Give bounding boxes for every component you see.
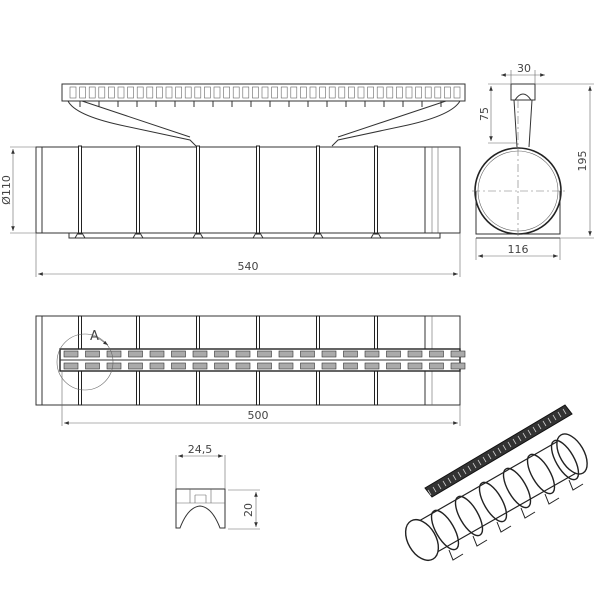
- top-width-dimension: 30: [517, 62, 531, 75]
- top-view: A 500: [35, 315, 466, 426]
- grating-length-dimension: 500: [248, 409, 269, 422]
- base-bar: [68, 232, 441, 239]
- rib: [136, 145, 140, 235]
- grating-slot: [117, 86, 125, 99]
- grating-head: [510, 83, 536, 101]
- grating-slot: [367, 86, 374, 99]
- grating-top: [61, 83, 466, 102]
- detail-a-view: 24,5 20: [175, 443, 260, 530]
- rib: [196, 145, 200, 235]
- grating-slot: [108, 86, 115, 99]
- stem: [513, 99, 533, 148]
- grating-slot: [396, 86, 403, 99]
- left-brace: [67, 100, 197, 147]
- length-dimension: 540: [238, 260, 259, 273]
- grating-slot: [204, 86, 211, 99]
- grating-slot: [242, 86, 250, 99]
- grating-slot: [453, 86, 461, 99]
- rib: [374, 145, 378, 235]
- detail-height-dimension: 20: [242, 503, 255, 517]
- grating-slot: [146, 86, 154, 99]
- total-height-dimension: 195: [576, 151, 589, 172]
- pipe-body: [35, 146, 461, 234]
- grating-slot: [357, 86, 365, 99]
- grating-slot: [156, 86, 163, 99]
- grating-slot: [136, 86, 144, 99]
- grating-slot: [424, 86, 432, 99]
- rib: [256, 145, 260, 235]
- grating-slot: [98, 86, 106, 99]
- grating-slot: [376, 86, 384, 99]
- grating-band-slots: [63, 350, 466, 370]
- detail-width-dimension: 24,5: [188, 443, 213, 456]
- side-view: 30 75 195 116: [472, 62, 594, 260]
- grating-slot: [415, 86, 422, 99]
- grating-slot: [261, 86, 269, 99]
- grating-slot: [434, 86, 442, 99]
- base-width-dimension: 116: [508, 243, 529, 256]
- grating-slot: [213, 86, 221, 99]
- profile-section: [175, 488, 226, 529]
- isometric-view: [404, 404, 588, 561]
- grating-slot: [405, 86, 413, 99]
- grating-slot: [290, 86, 298, 99]
- grating-slot: [127, 86, 134, 99]
- grating-slot: [252, 86, 259, 99]
- grating-slot: [194, 86, 202, 99]
- grating-slot: [309, 86, 317, 99]
- grating-slot: [444, 86, 451, 99]
- grating-slot: [348, 86, 355, 99]
- grating-slot: [79, 86, 86, 99]
- right-brace: [331, 100, 461, 147]
- diameter-dimension: Ø110: [0, 175, 13, 205]
- grating-height-dimension: 75: [478, 107, 491, 121]
- grating-slot: [338, 86, 346, 99]
- grating-slot: [69, 86, 77, 99]
- grating-slot: [319, 86, 326, 99]
- grating-slot: [165, 86, 173, 99]
- grating-slot: [300, 86, 307, 99]
- grating-slot: [223, 86, 230, 99]
- rib: [316, 145, 320, 235]
- grating-slot: [328, 86, 336, 99]
- detail-marker-a: A: [90, 329, 99, 344]
- rib: [78, 145, 82, 235]
- grating-slots: [69, 86, 461, 107]
- front-view: Ø110 540: [0, 83, 466, 277]
- grating-slot: [184, 86, 192, 99]
- grating-slot: [280, 86, 288, 99]
- grating-slot: [175, 86, 182, 99]
- pipe-ribs: [74, 145, 382, 239]
- grating-slot: [271, 86, 278, 99]
- grating-slot: [232, 86, 240, 99]
- grating-slot: [386, 86, 394, 99]
- grating-slot: [88, 86, 96, 99]
- detail-circle: [56, 333, 114, 391]
- isometric-grating: [424, 404, 573, 498]
